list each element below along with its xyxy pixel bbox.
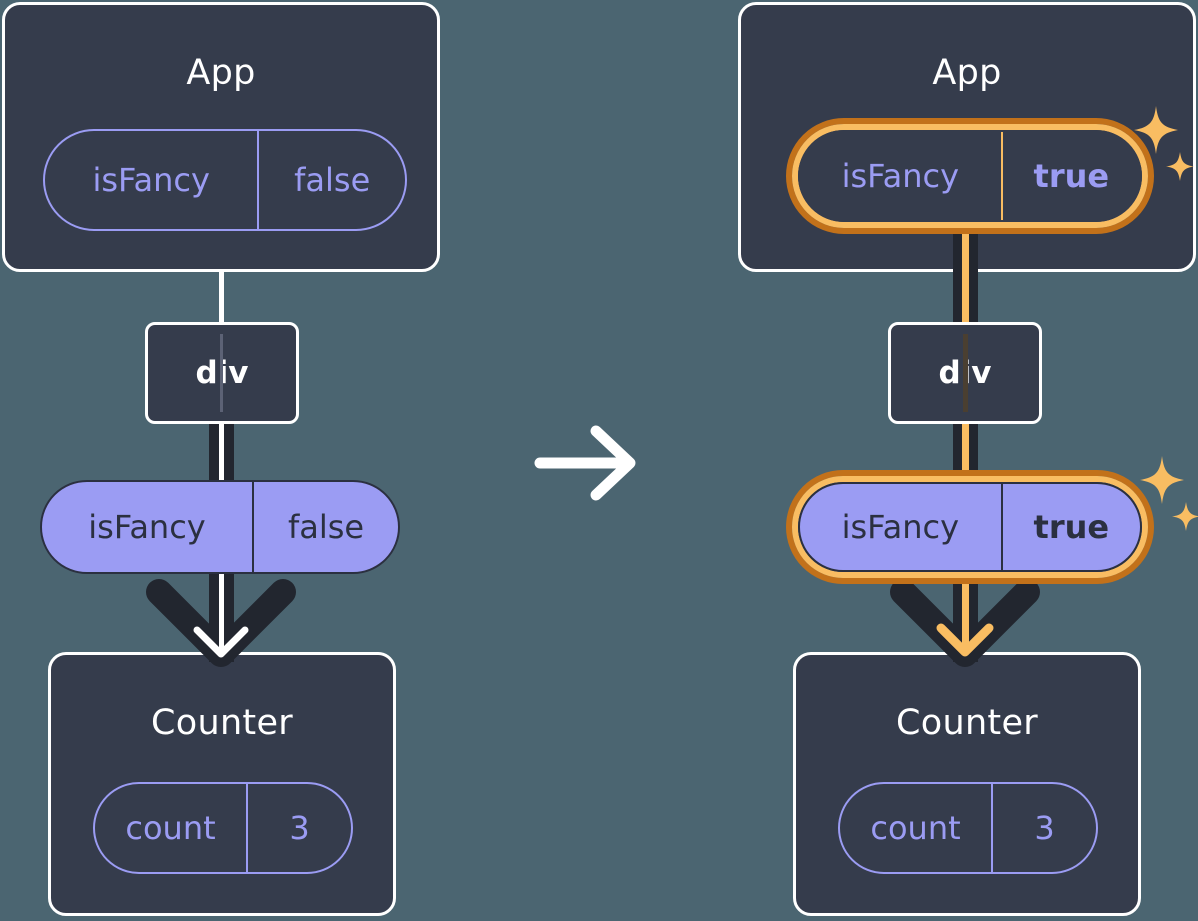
counter-state-value-before: 3 — [246, 784, 351, 872]
counter-component-before: Counter count 3 — [48, 652, 396, 916]
wire-shaft-highlight-before — [219, 570, 224, 656]
app-state-value-after: true — [1000, 132, 1140, 220]
app-component-before: App isFancy false — [2, 2, 440, 272]
app-state-name-after: isFancy — [841, 157, 960, 195]
prop-highlight-inner-after — [792, 476, 1148, 578]
app-state-pill-before: isFancy false — [43, 129, 407, 231]
app-title-before: App — [186, 53, 256, 93]
wire-inside-div-after — [963, 334, 968, 412]
prop-value-before: false — [252, 482, 398, 572]
prop-pill-after: isFancy true — [798, 482, 1142, 572]
wire-inside-div-before — [220, 334, 223, 412]
app-state-pill-after: isFancy true — [798, 130, 1142, 222]
wire-highlight-div-to-prop-before — [219, 420, 224, 482]
counter-state-value-after: 3 — [991, 784, 1096, 872]
counter-state-pill-before: count 3 — [93, 782, 353, 874]
prop-name-before: isFancy — [88, 508, 206, 546]
transition-arrow-right-icon — [534, 425, 636, 501]
prop-pill-before: isFancy false — [40, 480, 400, 574]
counter-state-name-after: count — [870, 809, 961, 847]
prop-highlight-outer-after — [786, 470, 1154, 584]
counter-state-name-before: count — [125, 809, 216, 847]
app-state-highlight-inner-after — [792, 124, 1148, 228]
app-state-highlight-outer-after — [786, 118, 1154, 234]
wire-shaft-highlight-after — [962, 570, 969, 654]
counter-state-pill-after: count 3 — [838, 782, 1098, 874]
prop-name-after: isFancy — [841, 508, 960, 546]
prop-value-after: true — [1000, 484, 1140, 570]
app-title-after: App — [932, 53, 1002, 93]
wire-app-to-div-before — [219, 268, 224, 326]
sparkle-icon-prop-after — [1140, 456, 1198, 531]
app-state-name-before: isFancy — [92, 161, 210, 199]
wire-highlight-div-to-prop-after — [962, 420, 969, 482]
app-state-value-before: false — [257, 131, 405, 229]
counter-title-after: Counter — [896, 703, 1038, 743]
wire-highlight-app-to-div-after — [962, 215, 969, 330]
counter-component-after: Counter count 3 — [793, 652, 1141, 916]
counter-title-before: Counter — [151, 703, 293, 743]
sparkle-icon-app-after — [1134, 106, 1194, 181]
